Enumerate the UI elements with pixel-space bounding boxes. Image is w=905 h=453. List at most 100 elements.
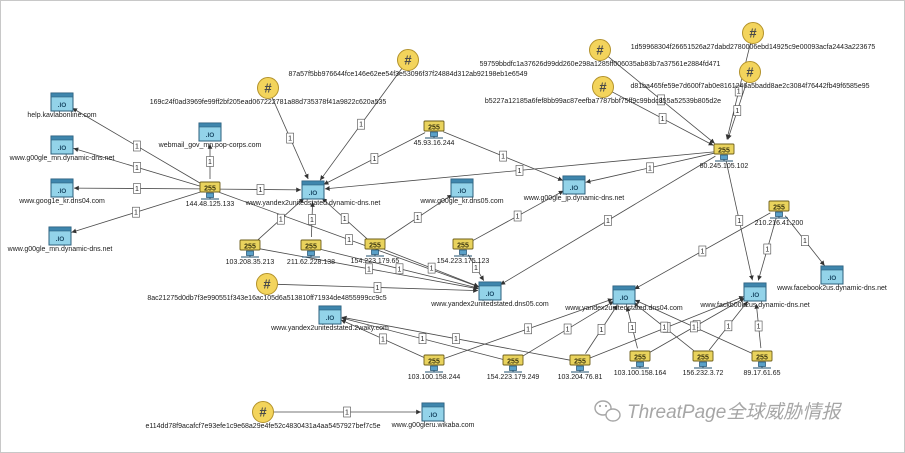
domain-icon: .IO — [301, 180, 325, 200]
hash-node[interactable]: #d81ba465fe59e7d600f7ab0e8161246a5badd8a… — [630, 61, 870, 91]
edge-weight-box — [690, 321, 698, 333]
edge-weight-label: 1 — [733, 105, 742, 116]
network-port-shape — [307, 250, 315, 256]
watermark: ThreatPage全球威胁情报 — [594, 400, 842, 423]
node-label: 59759bbdfc1a37626d99dd260e298a1285ff0060… — [480, 61, 721, 68]
domain-window-titlebar — [478, 281, 502, 287]
domain-icon: .IO — [198, 122, 222, 142]
edge-weight-box — [801, 235, 809, 246]
edge-weight-text: 1 — [661, 116, 665, 123]
domain-glyph: .IO — [429, 412, 438, 419]
hash-node[interactable]: #1d59968304f26651526a27dabd2780006ebd149… — [631, 22, 876, 52]
network-port-shape — [758, 361, 766, 367]
domain-icon: .IO — [318, 305, 342, 325]
hash-badge — [739, 61, 761, 83]
hash-node[interactable]: #8ac21275d0db7f3e990551f343e16ac105d6a51… — [147, 273, 387, 303]
edge-weight-label: 1 — [604, 215, 612, 226]
edge-weight-label: 1 — [370, 153, 379, 164]
edge-weight-box — [698, 245, 707, 257]
hash-icon: # — [742, 22, 764, 44]
node-label: www.g00gle_mn.dynamic-dns.net — [7, 246, 113, 253]
edge-weight-label: 1 — [286, 132, 294, 144]
edge-weight-box — [735, 215, 744, 226]
domain-window-titlebar — [50, 135, 74, 141]
edge-weight-text: 1 — [381, 336, 385, 343]
edge-weight-label: 1 — [256, 184, 265, 195]
node-label: 169c24f0ad3969fe99ff2bf205ead067222781a8… — [150, 99, 387, 106]
ip-glyph: 255 — [634, 355, 646, 362]
edge-weight-text: 1 — [208, 159, 212, 166]
domain-node[interactable]: .IOwww.yandex2unitedstated.dynamic-dns.n… — [245, 180, 381, 207]
domain-window-titlebar — [743, 282, 767, 288]
domain-glyph: .IO — [206, 132, 215, 139]
domain-window-titlebar — [820, 265, 844, 271]
edge-weight-text: 1 — [692, 324, 696, 331]
ip-glyph: 255 — [428, 125, 440, 132]
node-label: e114dd78f9acafcf7e93efe1c9e68a29e4fe52c4… — [146, 423, 381, 430]
edge-weight-box — [286, 132, 294, 144]
edge-weight-label: 1 — [499, 150, 507, 162]
edge-weight-text: 1 — [398, 266, 402, 273]
edge-weight-text: 1 — [600, 327, 604, 334]
ip-glyph: 255 — [457, 243, 469, 250]
edge-weight-box — [513, 210, 522, 222]
domain-glyph: .IO — [751, 292, 760, 299]
domain-window-titlebar — [421, 402, 445, 408]
edge-weight-box — [452, 333, 460, 345]
hash-node[interactable]: #59759bbdfc1a37626d99dd260e298a1285ff006… — [480, 39, 721, 69]
edge-weight-box — [524, 323, 532, 335]
ip-badge — [452, 238, 474, 250]
hash-badge — [256, 273, 278, 295]
node-label: d81ba465fe59e7d600f7ab0e8161246a5badd8ae… — [630, 83, 869, 90]
edge-weight-label: 1 — [513, 210, 522, 222]
edge-weight-label: 1 — [801, 235, 809, 246]
network-port-shape — [775, 211, 783, 217]
domain-icon: .IO — [478, 281, 502, 301]
hash-node[interactable]: #87a57f5bb976644fce146e62ee54f3e53096f37… — [288, 49, 528, 79]
network-port-shape — [576, 365, 584, 371]
hash-node[interactable]: #b5227a12185a6fef8bb99ac87eefba7787bbf75… — [485, 76, 721, 106]
edge-weight-label: 1 — [413, 212, 422, 223]
hash-node[interactable]: #e114dd78f9acafcf7e93efe1c9e68a29e4fe52c… — [146, 401, 381, 431]
edge-weight-text: 1 — [430, 266, 434, 273]
edge-weight-label: 1 — [597, 323, 606, 335]
node-label: www.g00gle_kr.dns05.com — [419, 198, 503, 205]
hash-node[interactable]: #169c24f0ad3969fe99ff2bf205ead067222781a… — [150, 77, 387, 107]
ip-glyph: 255 — [244, 244, 256, 251]
domain-icon: .IO — [450, 178, 474, 198]
edge-weight-box — [365, 263, 373, 275]
ip-badge — [502, 354, 524, 366]
edge-weight-label: 1 — [646, 162, 654, 174]
ip-address-icon: 255 — [629, 350, 651, 369]
edge-weight-box — [133, 162, 141, 173]
node-label: 103.100.158.244 — [408, 374, 461, 381]
